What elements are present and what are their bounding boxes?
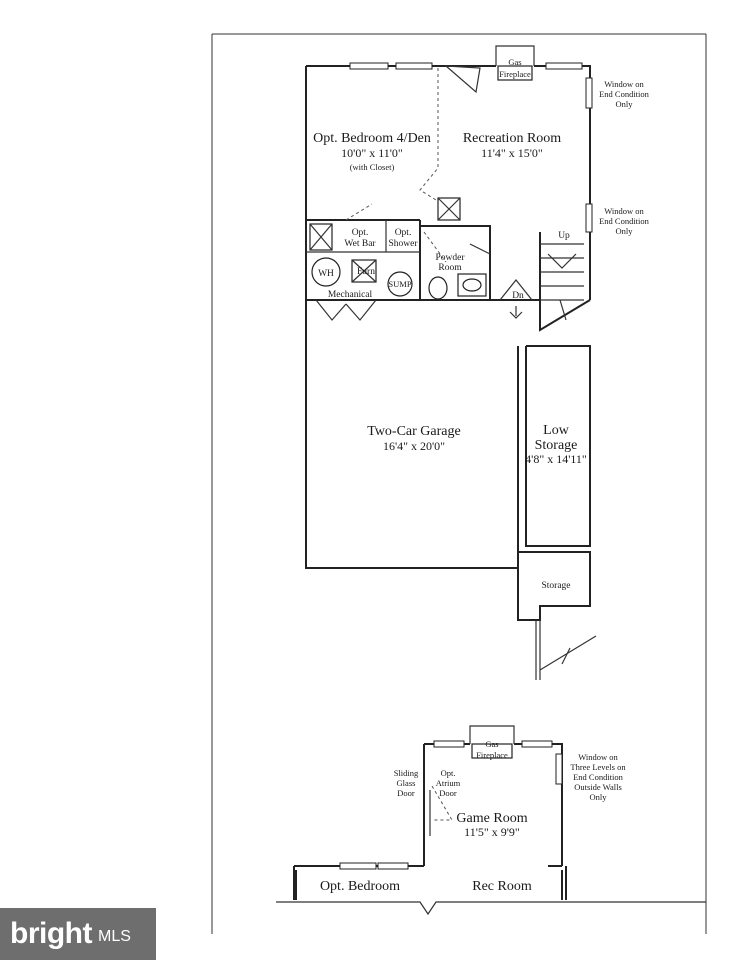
recreation-name: Recreation Room [463,131,561,146]
fireplace-top-line1: Gas [508,57,521,67]
sliding-door-line2: Glass [397,778,416,788]
wh-label: WH [318,269,334,279]
mechanical-label: Mechanical [328,290,373,300]
upper-plan-walls [305,45,597,680]
low-storage-dims: 4'8" x 14'11" [525,452,587,466]
annotation-notes: Window on End Condition Only Window on E… [394,79,650,802]
storage-label: Storage [541,581,570,591]
game-room-dims: 11'5" x 9'9" [464,825,520,839]
window-note-1-line3: Only [616,99,634,109]
powder-line1: Powder [435,253,465,263]
sliding-door-line1: Sliding [394,768,419,778]
atrium-door-line3: Door [439,788,457,798]
window-note-1-line1: Window on [604,79,644,89]
shower-line2: Shower [388,239,418,249]
stair-dn-label: Dn [512,291,524,301]
garage-name: Two-Car Garage [367,424,460,439]
shower-line1: Opt. [395,228,412,238]
window-note-2-line1: Window on [604,206,644,216]
recreation-dims: 11'4" x 15'0" [481,146,543,160]
window-note-3-line4: Outside Walls [574,782,622,792]
rec-room-label: Rec Room [472,879,532,894]
furn-label: Furn [357,267,375,277]
garage-dims: 16'4" x 20'0" [383,439,445,453]
bedroom4-name: Opt. Bedroom 4/Den [313,131,431,146]
lower-windows [339,740,563,870]
upper-windows [349,62,593,233]
sheet-border [211,33,706,934]
bedroom4-dims: 10'0" x 11'0" [341,146,403,160]
wet-bar-line2: Wet Bar [344,239,376,249]
room-labels: Opt. Bedroom 4/Den 10'0" x 11'0" (with C… [313,57,587,894]
sump-label: SUMP [388,279,411,289]
bedroom4-note: (with Closet) [350,162,395,172]
window-note-2-line2: End Condition [599,216,650,226]
brightmls-watermark: bright MLS [0,908,156,960]
low-storage-line1: Low [543,423,570,438]
window-note-3-line5: Only [590,792,608,802]
window-note-2-line3: Only [616,226,634,236]
game-room-name: Game Room [456,811,527,826]
window-note-3-line1: Window on [578,752,618,762]
window-note-3-line3: End Condition [573,772,624,782]
mechanical-fixtures [309,223,487,300]
window-note-1-line2: End Condition [599,89,650,99]
atrium-door-line1: Opt. [441,768,456,778]
fireplace-bottom-line2: Fireplace [476,750,508,760]
low-storage-line2: Storage [535,438,578,453]
stair-up-label: Up [558,231,570,241]
window-note-3-line2: Three Levels on [570,762,626,772]
atrium-door-line2: Atrium [436,778,461,788]
watermark-word: bright [10,917,92,950]
watermark-suffix: MLS [97,928,131,945]
fireplace-top-line2: Fireplace [499,69,531,79]
wet-bar-line1: Opt. [352,228,369,238]
sliding-door-line3: Door [397,788,415,798]
opt-bedroom-label: Opt. Bedroom [320,879,400,894]
fireplace-bottom-line1: Gas [485,739,498,749]
powder-line2: Room [438,263,462,273]
